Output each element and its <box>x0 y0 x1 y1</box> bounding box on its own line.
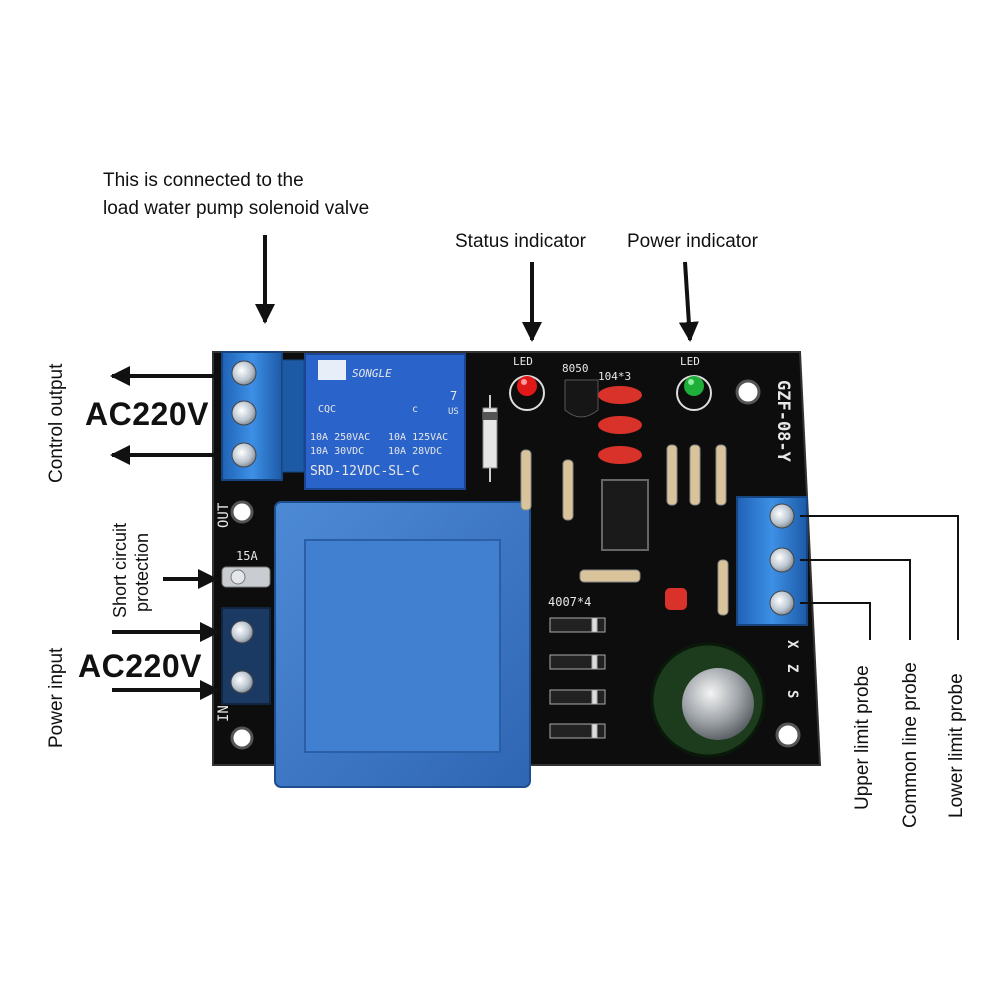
leader-upper <box>800 602 871 640</box>
relay-num: 7 <box>450 389 457 403</box>
ceramic-caps: 104*3 <box>598 370 642 464</box>
mount-hole <box>230 726 254 750</box>
led2-label: LED <box>680 355 700 368</box>
relay-c: c <box>412 404 418 415</box>
arrow-power <box>678 261 699 342</box>
model-label: GZF-08-Y <box>773 380 793 463</box>
transistor: 8050 <box>562 362 599 418</box>
load-caption-line1: This is connected to the <box>103 170 304 191</box>
relay-cqc: CQC <box>318 404 336 415</box>
power-input-label: Power input <box>46 647 67 748</box>
resistor-h <box>579 569 641 583</box>
mount-hole <box>775 722 801 748</box>
transformer <box>274 501 531 788</box>
control-output-label: Control output <box>46 363 67 483</box>
relay-rating: 10A 125VAC <box>388 432 448 443</box>
pin-z: Z <box>784 664 800 672</box>
led1-label: LED <box>513 355 533 368</box>
fuse: 15A <box>221 549 271 588</box>
mount-hole <box>735 379 761 405</box>
mount-hole <box>230 500 254 524</box>
relay-us: US <box>448 407 459 417</box>
diode <box>482 395 498 482</box>
out-label: OUT <box>216 502 232 528</box>
fuse-label: 15A <box>236 549 258 563</box>
ac-output-label: AC220V <box>85 396 209 432</box>
in-label: IN <box>216 705 232 722</box>
electrolytic-capacitor <box>650 642 766 758</box>
relay-rating: 10A 250VAC <box>310 432 370 443</box>
common-line-probe-label: Common line probe <box>900 662 921 828</box>
short-circuit-line2: protection <box>132 532 152 612</box>
lower-limit-probe-label: Lower limit probe <box>946 673 967 818</box>
power-indicator-label: Power indicator <box>627 231 758 252</box>
pin-s: S <box>784 690 800 698</box>
diode-label: 4007*4 <box>548 595 591 609</box>
ac-input-label: AC220V <box>78 648 202 684</box>
leader-common <box>800 559 911 640</box>
relay-model: SRD-12VDC-SL-C <box>310 464 420 479</box>
short-circuit-line1: Short circuit <box>110 522 130 618</box>
rectifier-diodes <box>549 617 606 739</box>
status-indicator-label: Status indicator <box>455 231 586 252</box>
power-led: LED <box>676 355 712 411</box>
output-terminal <box>221 351 305 481</box>
input-terminal <box>221 607 271 705</box>
leader-lower <box>800 515 959 640</box>
probe-terminal <box>736 496 808 626</box>
pin-x: X <box>784 640 800 649</box>
load-caption-line2: load water pump solenoid valve <box>103 198 370 219</box>
resistors <box>520 444 729 616</box>
relay-brand: SONGLE <box>352 367 392 380</box>
upper-limit-probe-label: Upper limit probe <box>852 665 873 810</box>
relay-rating: 10A 30VDC <box>310 446 364 457</box>
relay: SONGLE CQC c 7 US 10A 250VAC 10A 30VDC 1… <box>304 353 466 490</box>
cap-label: 104*3 <box>598 370 631 383</box>
transistor-label: 8050 <box>562 362 589 375</box>
ic-chip <box>601 479 649 551</box>
status-led: LED <box>509 355 545 411</box>
small-cap <box>665 588 687 610</box>
relay-rating: 10A 28VDC <box>388 446 442 457</box>
